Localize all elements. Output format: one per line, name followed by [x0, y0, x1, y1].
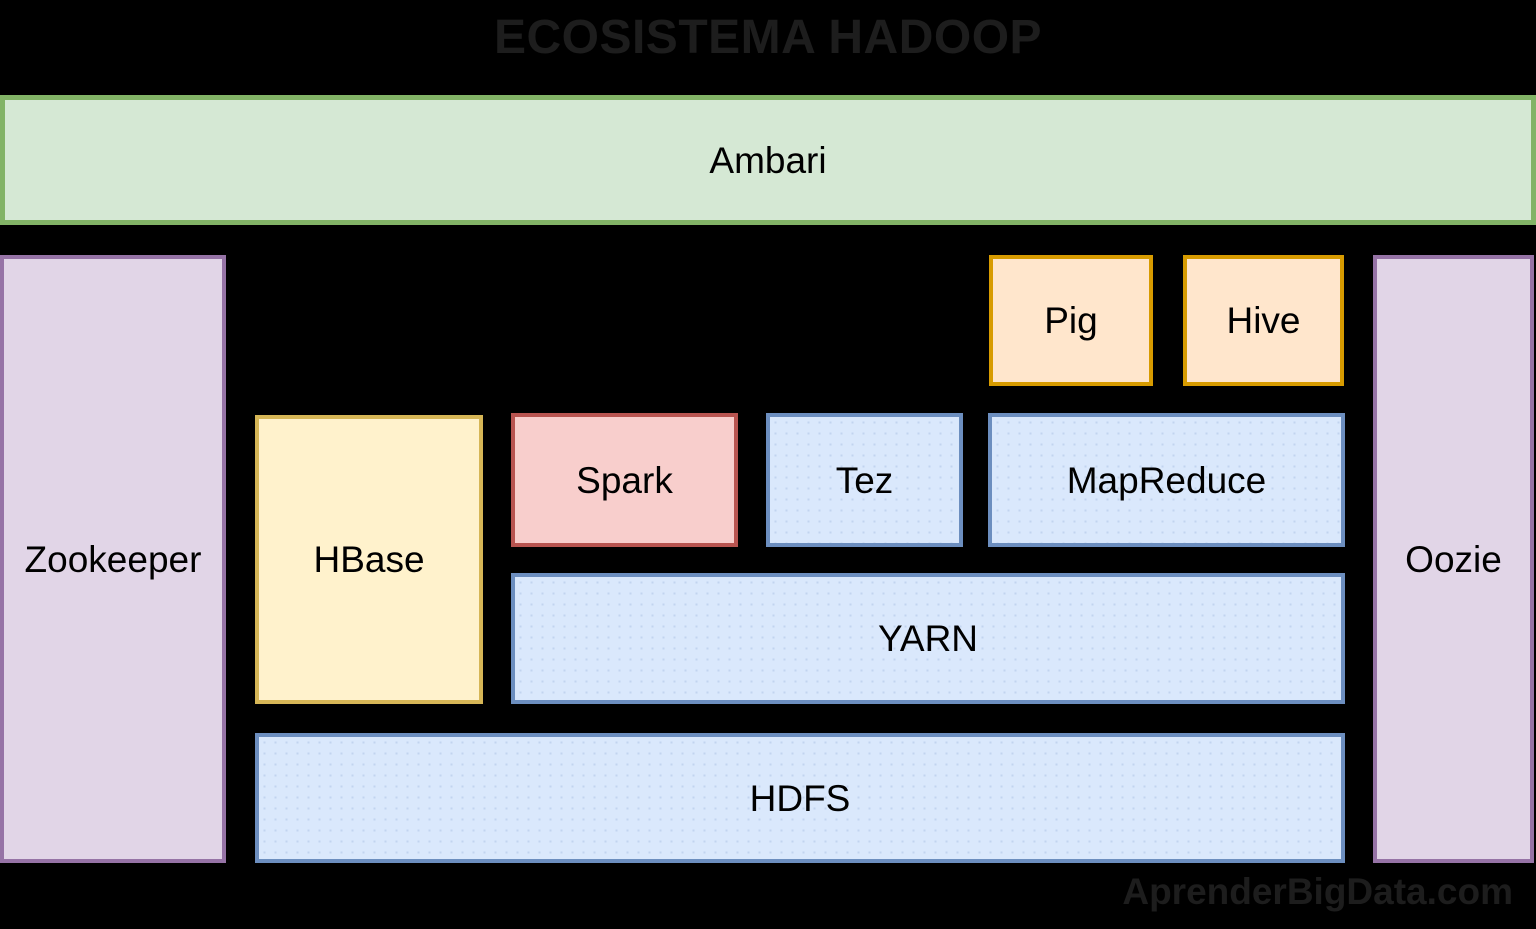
- node-mapreduce-label: MapReduce: [1066, 459, 1267, 501]
- node-ambari-label: Ambari: [709, 139, 827, 181]
- diagram-title: ECOSISTEMA HADOOP: [493, 11, 1043, 64]
- node-tez: Tez: [766, 413, 963, 547]
- node-mapreduce: MapReduce: [988, 413, 1345, 547]
- node-hdfs: HDFS: [255, 733, 1345, 863]
- node-tez-label: Tez: [835, 459, 894, 501]
- node-hbase: HBase: [255, 415, 483, 704]
- node-oozie-label: Oozie: [1405, 538, 1502, 580]
- node-pig: Pig: [989, 255, 1153, 386]
- node-zookeeper: Zookeeper: [0, 255, 226, 863]
- node-spark: Spark: [511, 413, 738, 547]
- node-hive-label: Hive: [1226, 300, 1301, 341]
- node-yarn: YARN: [511, 573, 1345, 704]
- watermark-text: AprenderBigData.com: [1122, 871, 1513, 912]
- node-ambari: Ambari: [0, 95, 1536, 225]
- node-zookeeper-label: Zookeeper: [24, 538, 202, 580]
- node-hdfs-label: HDFS: [749, 777, 851, 819]
- node-pig-label: Pig: [1044, 300, 1098, 341]
- node-spark-label: Spark: [576, 459, 673, 501]
- node-hbase-label: HBase: [313, 539, 425, 580]
- node-yarn-label: YARN: [877, 618, 979, 659]
- node-oozie: Oozie: [1373, 255, 1534, 863]
- node-hive: Hive: [1183, 255, 1344, 386]
